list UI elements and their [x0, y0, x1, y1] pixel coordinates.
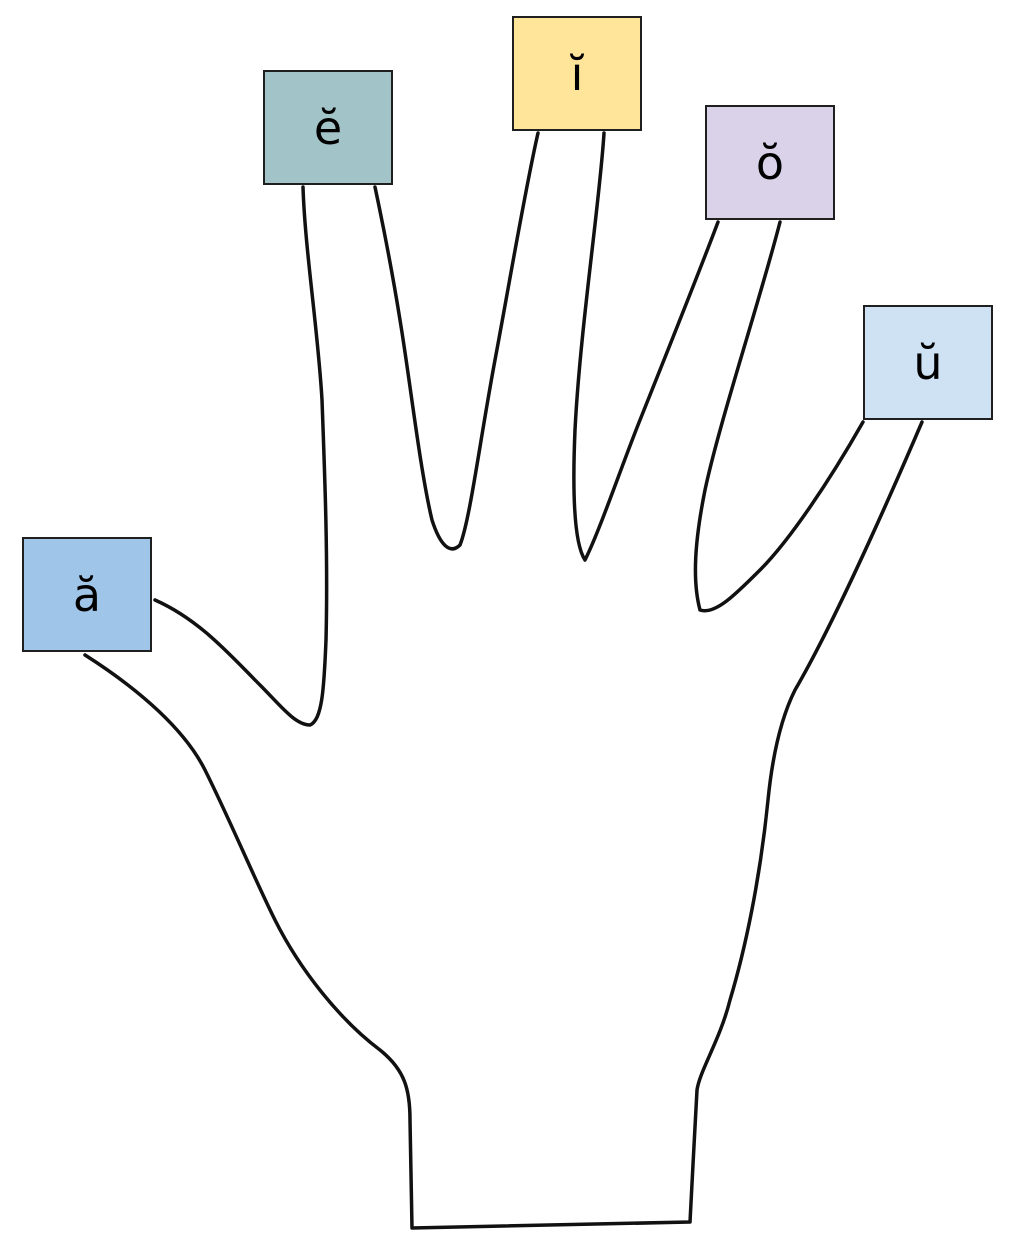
index-letter-box: ĕ	[263, 70, 393, 185]
ring-letter-box: ŏ	[705, 105, 835, 220]
middle-letter-box: ĭ	[512, 16, 642, 131]
pinky-letter-box: ŭ	[863, 305, 993, 420]
letter-e-breve: ĕ	[313, 100, 343, 155]
letter-u-breve: ŭ	[913, 335, 943, 390]
letter-o-breve: ŏ	[755, 135, 785, 190]
hand-outline-path	[83, 131, 924, 1230]
letter-i-breve: ĭ	[570, 46, 584, 101]
letter-a-breve: ă	[72, 567, 102, 622]
thumb-letter-box: ă	[22, 537, 152, 652]
